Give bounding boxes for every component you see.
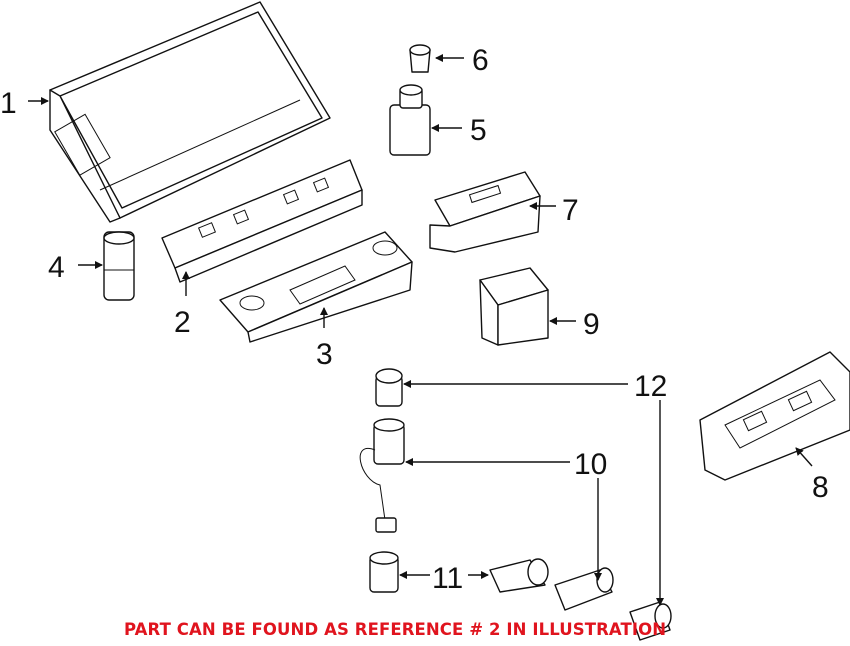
callout-12: 12 xyxy=(634,370,667,403)
part-7-switch-block xyxy=(429,171,541,253)
callout-3: 3 xyxy=(316,338,333,371)
callout-5: 5 xyxy=(470,114,487,147)
part-6-cap xyxy=(409,44,431,73)
callout-7: 7 xyxy=(562,194,579,227)
callout-11: 11 xyxy=(432,562,463,595)
callout-6: 6 xyxy=(472,44,489,77)
callout-2: 2 xyxy=(174,306,191,339)
callout-8: 8 xyxy=(812,471,829,504)
callout-9: 9 xyxy=(583,308,600,341)
leader-lines xyxy=(28,54,813,606)
part-11-socket xyxy=(369,551,549,593)
part-9-switch-block xyxy=(479,267,549,346)
part-4-switch xyxy=(103,231,135,301)
reference-note: PART CAN BE FOUND AS REFERENCE # 2 IN IL… xyxy=(124,620,667,639)
callout-4: 4 xyxy=(48,251,65,284)
part-8-control-panel xyxy=(699,351,850,481)
part-1-display-unit xyxy=(49,1,331,223)
part-12-plug xyxy=(375,368,672,641)
callout-10: 10 xyxy=(574,448,607,481)
callout-1: 1 xyxy=(0,87,17,120)
part-5-knob-switch xyxy=(389,84,431,156)
part-3-lower-panel xyxy=(219,231,413,343)
part-2-switch-panel xyxy=(161,159,363,283)
